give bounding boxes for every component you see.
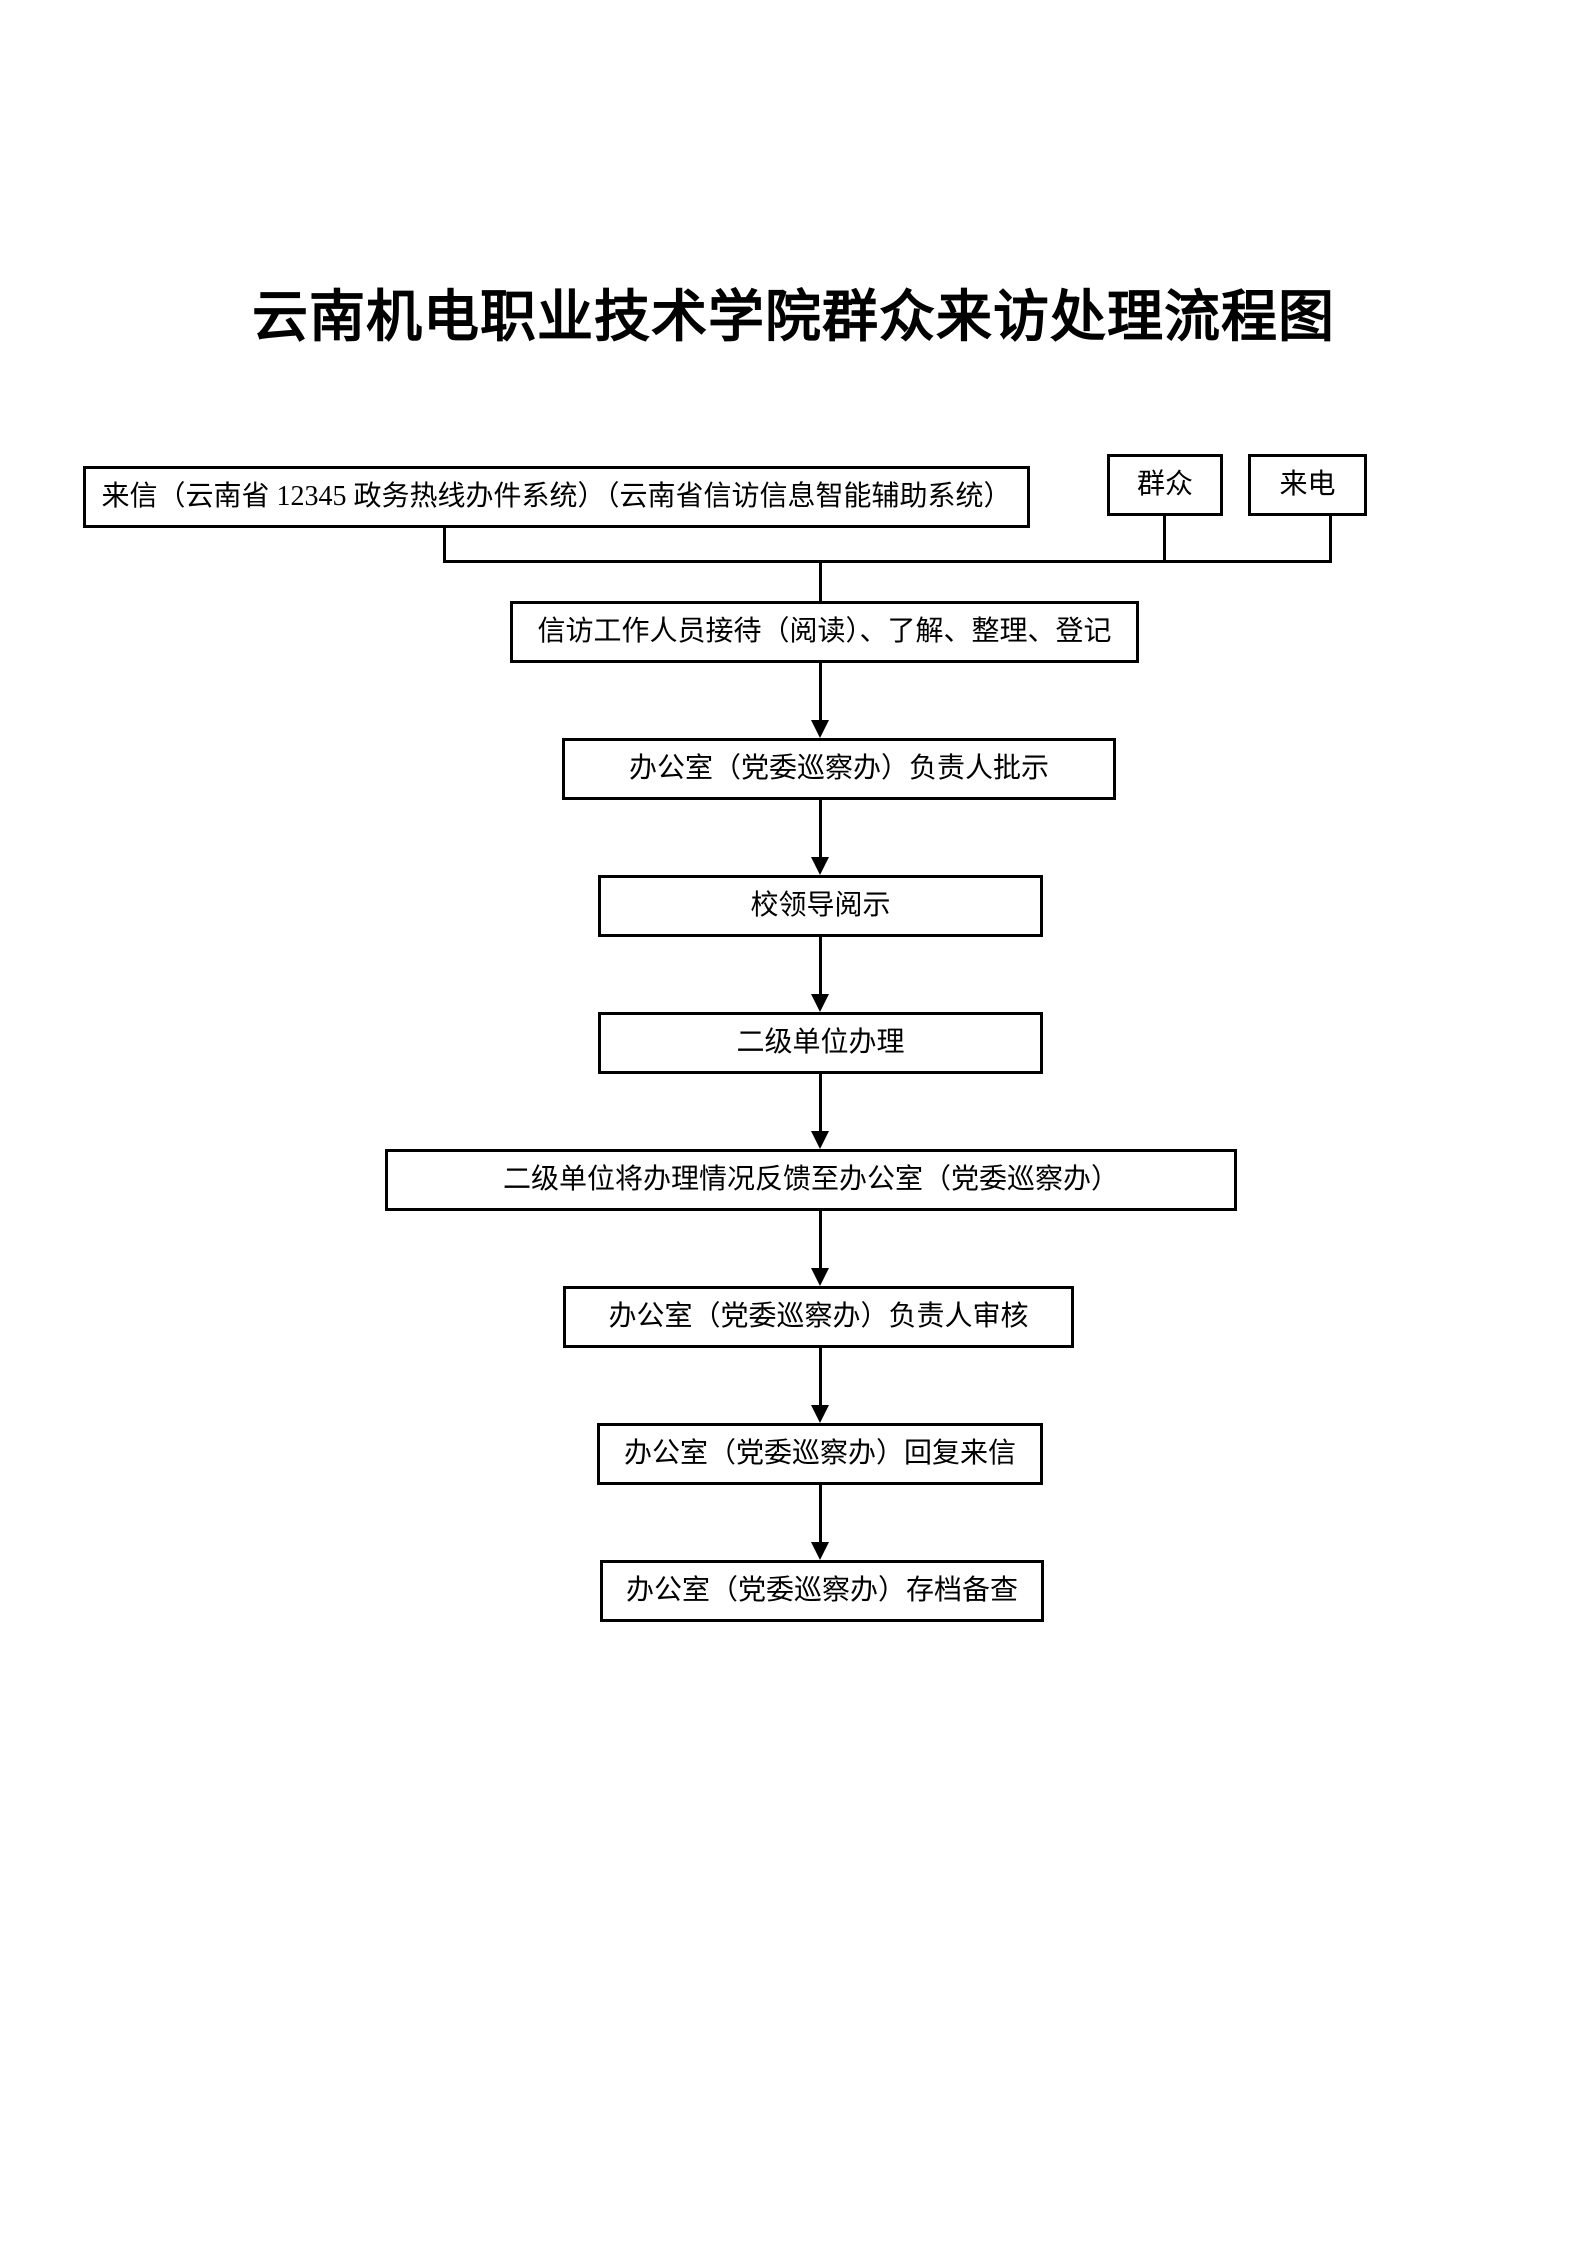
flow-arrow-line-2: [819, 800, 822, 858]
source-masses-box: 群众: [1107, 454, 1223, 516]
step-unit-feedback-box: 二级单位将办理情况反馈至办公室（党委巡察办）: [385, 1149, 1237, 1211]
arrowhead-down-icon: [811, 1131, 829, 1149]
page-title: 云南机电职业技术学院群众来访处理流程图: [252, 285, 1335, 348]
step-office-instruction-box: 办公室（党委巡察办）负责人批示: [562, 738, 1116, 800]
flow-arrow-line-1: [819, 663, 822, 721]
arrowhead-down-icon: [811, 1405, 829, 1423]
flow-arrow-line-3: [819, 937, 822, 995]
arrowhead-down-icon: [811, 1268, 829, 1286]
step-unit-handling-box: 二级单位办理: [598, 1012, 1043, 1074]
connector-drop-line: [819, 560, 822, 604]
step-office-review-box: 办公室（党委巡察办）负责人审核: [563, 1286, 1074, 1348]
flow-arrow-line-7: [819, 1485, 822, 1543]
source-calls-box: 来电: [1248, 454, 1367, 516]
step-reception-box: 信访工作人员接待（阅读）、了解、整理、登记: [510, 601, 1139, 663]
source-letter-box: 来信（云南省 12345 政务热线办件系统）（云南省信访信息智能辅助系统）: [83, 466, 1030, 528]
connector-letter-stub: [443, 528, 446, 563]
flow-arrow-line-6: [819, 1348, 822, 1406]
connector-merge-line: [443, 560, 1332, 563]
step-leaders-review-box: 校领导阅示: [598, 875, 1043, 937]
step-office-reply-box: 办公室（党委巡察办）回复来信: [597, 1423, 1043, 1485]
flow-arrow-line-4: [819, 1074, 822, 1132]
connector-masses-stub: [1163, 516, 1166, 563]
flow-arrow-line-5: [819, 1211, 822, 1269]
arrowhead-down-icon: [811, 720, 829, 738]
arrowhead-down-icon: [811, 1542, 829, 1560]
arrowhead-down-icon: [811, 857, 829, 875]
step-office-archive-box: 办公室（党委巡察办）存档备查: [600, 1560, 1044, 1622]
connector-calls-stub: [1329, 516, 1332, 563]
arrowhead-down-icon: [811, 994, 829, 1012]
